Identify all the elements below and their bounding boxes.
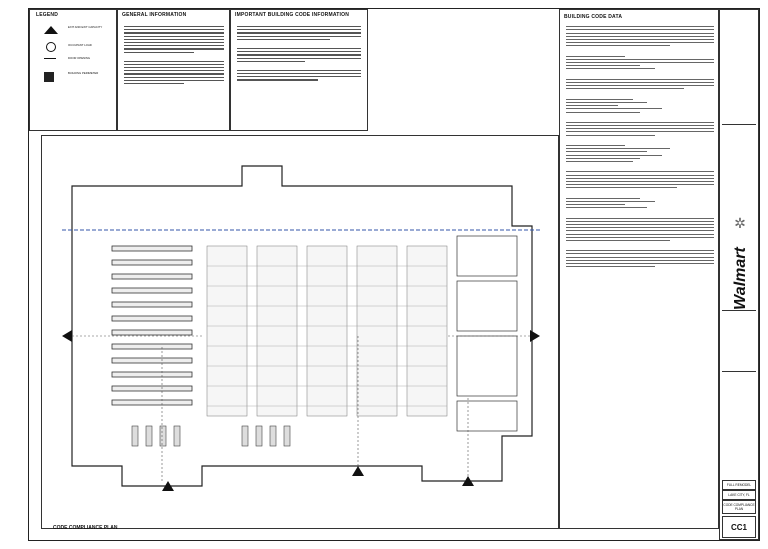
plan-title-text: CODE COMPLIANCE PLAN bbox=[53, 525, 118, 531]
general-info-box: GENERAL INFORMATION bbox=[117, 9, 230, 131]
full-remodel-text: FULL REMODEL bbox=[726, 483, 752, 487]
floor-plan bbox=[41, 135, 559, 529]
spark-icon: ✲ bbox=[734, 215, 746, 231]
legend-item-perimeter: BUILDING PERIMETER bbox=[68, 71, 99, 75]
legend-item-occupant: OCCUPANT LOAD bbox=[68, 43, 92, 47]
general-info-title: GENERAL INFORMATION bbox=[122, 12, 187, 18]
sheet-number: CC1 bbox=[722, 516, 756, 538]
legend-item-exit: EXIT AND EXIT CAPACITY bbox=[68, 25, 103, 29]
location-label: LAKE CITY, FL bbox=[722, 490, 756, 500]
legend-box: LEGEND EXIT AND EXIT CAPACITY OCCUPANT L… bbox=[29, 9, 117, 131]
exit-icon bbox=[44, 26, 58, 34]
building-code-data-box: BUILDING CODE DATA bbox=[559, 9, 719, 529]
floor-plan-drawing bbox=[62, 165, 542, 491]
perimeter-icon bbox=[44, 72, 54, 82]
important-info-title: IMPORTANT BUILDING CODE INFORMATION bbox=[235, 12, 350, 18]
plan-title: CODE COMPLIANCE PLAN bbox=[53, 525, 117, 531]
title-block: Walmart ✲ FULL REMODEL LAKE CITY, FL COD… bbox=[719, 9, 759, 540]
legend-item-door: DOOR OPENING bbox=[68, 56, 91, 60]
building-code-data-title: BUILDING CODE DATA bbox=[564, 14, 623, 20]
door-icon bbox=[44, 58, 56, 59]
important-info-text bbox=[237, 24, 361, 83]
brand-logo: Walmart bbox=[732, 247, 749, 310]
location-text: LAKE CITY, FL bbox=[728, 493, 750, 497]
sheet-title-text: CODE COMPLIANCE PLAN bbox=[723, 503, 755, 511]
occupant-icon bbox=[46, 42, 56, 52]
building-code-data-text bbox=[566, 24, 714, 269]
stamp-area bbox=[722, 14, 756, 125]
sheet-number-text: CC1 bbox=[730, 522, 747, 532]
drawing-sheet: LEGEND EXIT AND EXIT CAPACITY OCCUPANT L… bbox=[28, 8, 760, 541]
full-remodel-label: FULL REMODEL bbox=[722, 480, 756, 490]
important-info-box: IMPORTANT BUILDING CODE INFORMATION bbox=[230, 9, 368, 131]
sheet-title-label: CODE COMPLIANCE PLAN bbox=[722, 500, 756, 514]
revision-table bbox=[722, 310, 756, 372]
general-info-text bbox=[124, 24, 224, 86]
legend-title: LEGEND bbox=[36, 12, 59, 18]
